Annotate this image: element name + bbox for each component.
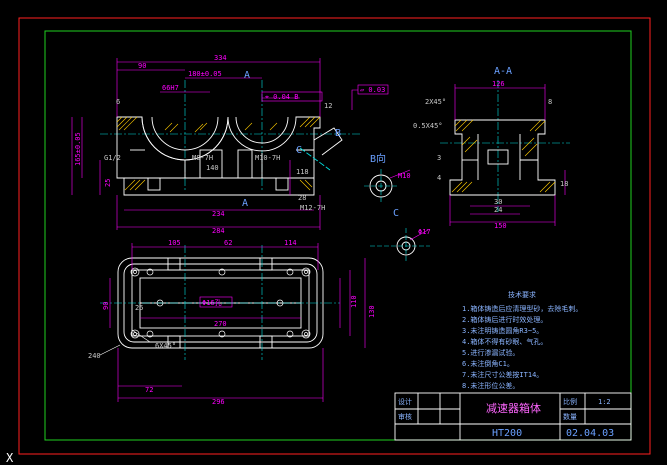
callout-m10: M10-7H — [255, 154, 280, 162]
detail-c-view: C Φ17 — [370, 208, 431, 262]
top-view: 105 62 114 90 110 130 270 296 72 Φ16孔 6X… — [88, 239, 376, 406]
top-dim-90: 90 — [102, 302, 110, 310]
direction-c-label: C — [296, 145, 302, 156]
ucs-icon: X — [6, 451, 14, 465]
top-dim-114: 114 — [284, 239, 297, 247]
detail-b-view: B向 M10 — [364, 152, 411, 203]
aa-chamfer-05x45: 0.5X45° — [413, 122, 443, 130]
note-item-3: 3.未注明铸造圆角R3~5。 — [462, 326, 543, 335]
top-center-label: Φ16孔 — [202, 299, 222, 307]
outer-frame — [18, 17, 651, 455]
tb-label-scale: 比例 — [563, 397, 577, 406]
aa-dim-126: 126 — [492, 80, 505, 88]
aa-dim-4: 4 — [437, 174, 441, 182]
aa-dim-8: 8 — [548, 98, 552, 106]
top-dim-105: 105 — [168, 239, 181, 247]
detail-b-dim: M10 — [398, 172, 411, 180]
dim-28: 28 — [298, 194, 306, 202]
callout-m8: M8-7H — [192, 154, 213, 162]
tb-label-qty: 数量 — [563, 412, 577, 421]
dim-66h7: 66H7 — [162, 84, 179, 92]
tolerance-position: ⌖ 0.04 B — [265, 93, 298, 101]
title-block: 设计 审核 减速器箱体 比例 数量 1:2 HT200 02.04.03 — [394, 392, 632, 441]
dim-6: 6 — [116, 98, 120, 106]
top-dim-270: 270 — [214, 320, 227, 328]
tb-material: HT200 — [492, 428, 522, 439]
note-item-7: 7.未注尺寸公差按IT14。 — [462, 370, 543, 379]
dim-180: 180±0.05 — [188, 70, 222, 78]
aa-dim-150: 150 — [494, 222, 507, 230]
top-dim-130: 130 — [368, 305, 376, 318]
ucs-x-label: X — [6, 451, 14, 465]
top-dim-62: 62 — [224, 239, 232, 247]
dim-140: 140 — [206, 164, 219, 172]
top-dim-110: 110 — [350, 295, 358, 308]
tb-scale: 1:2 — [598, 398, 611, 406]
aa-dim-30: 30 — [494, 198, 502, 206]
tb-label-design: 设计 — [398, 397, 412, 406]
dim-25: 25 — [104, 179, 112, 187]
technical-notes: 技术要求 1.箱体铸造后应清理型砂，去除毛刺。 2.箱体铸后进行时效处理。 3.… — [462, 290, 582, 390]
inner-frame — [44, 30, 632, 441]
dim-90: 90 — [138, 62, 146, 70]
direction-b-label: B — [335, 128, 341, 139]
section-aa-view: A-A 126 150 2X45° — [413, 66, 570, 230]
top-dim-296: 296 — [212, 398, 225, 406]
section-aa-title: A-A — [494, 66, 512, 77]
section-mark-bottom: A — [242, 198, 248, 209]
top-dim-72: 72 — [145, 386, 153, 394]
top-dim-25: 25 — [135, 304, 143, 312]
note-item-2: 2.箱体铸后进行时效处理。 — [462, 315, 547, 324]
dim-165: 165±0.05 — [74, 132, 82, 166]
note-item-1: 1.箱体铸造后应清理型砂，去除毛刺。 — [462, 304, 582, 313]
aa-dim-24: 24 — [494, 206, 502, 214]
dim-234: 234 — [212, 210, 225, 218]
tb-part-name: 减速器箱体 — [486, 401, 541, 415]
detail-c-dim: Φ17 — [418, 228, 431, 236]
section-mark-top: A — [244, 70, 250, 81]
note-item-6: 6.未注倒角C1。 — [462, 359, 514, 368]
dim-118: 118 — [296, 168, 309, 176]
top-chamfer-6x45: 6X45° — [155, 342, 176, 350]
aa-dim-3: 3 — [437, 154, 441, 162]
dim-284: 284 — [212, 227, 225, 235]
aa-chamfer-2x45: 2X45° — [425, 98, 446, 106]
detail-b-title: B向 — [370, 152, 386, 165]
note-item-4: 4.箱体不得有砂眼、气孔。 — [462, 337, 547, 346]
front-view: A A B C 334 90 180±0.05 66H7 234 284 165… — [71, 54, 389, 235]
aa-dim-18: 18 — [560, 180, 568, 188]
dim-12: 12 — [324, 102, 332, 110]
thread-g12: G1/2 — [104, 154, 121, 162]
top-dim-240: 240 — [88, 352, 101, 360]
note-item-8: 8.未注形位公差。 — [462, 381, 519, 390]
dim-334: 334 — [214, 54, 227, 62]
callout-m12: M12-7H — [300, 204, 325, 212]
tolerance-flatness: ▱ 0.03 — [360, 86, 385, 94]
detail-c-title: C — [393, 208, 399, 219]
tb-code: 02.04.03 — [566, 428, 614, 439]
notes-title: 技术要求 — [508, 290, 536, 299]
tb-label-check: 审核 — [398, 412, 412, 421]
note-item-5: 5.进行渗漏试验。 — [462, 348, 519, 357]
